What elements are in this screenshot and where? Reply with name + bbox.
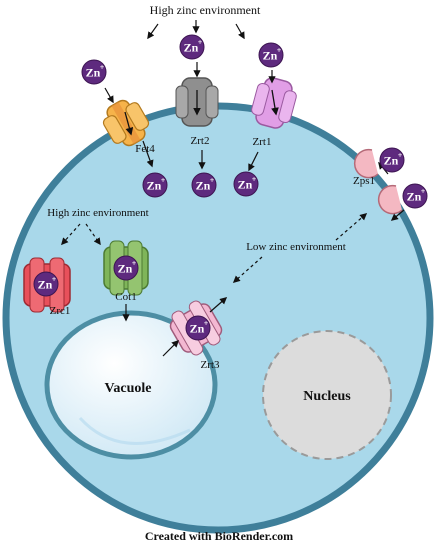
zrt3-label: Zrt3: [201, 359, 220, 371]
nucleus: [262, 330, 392, 460]
zinc-ion-zps1-lower: Zn+: [402, 183, 428, 209]
zinc-ion-fet4-inside: Zn+: [142, 172, 168, 198]
zinc-ion-charge: +: [252, 175, 257, 184]
zinc-ion-label: Zn: [238, 178, 253, 192]
zinc-ion-charge: +: [100, 63, 105, 72]
zinc-ion-fet4-outside: Zn+: [81, 59, 107, 85]
zrt2-label: Zrt2: [191, 135, 210, 147]
nucleus-label: Nucleus: [303, 389, 351, 404]
zinc-ion-charge: +: [210, 176, 215, 185]
cot1-label: Cot1: [115, 291, 136, 303]
zinc-ion-charge: +: [161, 176, 166, 185]
zps1-protein-lower: [377, 184, 403, 215]
zrc1-label: Zrc1: [50, 305, 71, 317]
zinc-ion-charge: +: [277, 46, 282, 55]
zinc-ion-zrc1: Zn+: [33, 271, 59, 297]
zinc-ion-label: Zn: [184, 41, 199, 55]
low-environment-label: Low zinc environment: [246, 241, 346, 253]
vacuole: [44, 310, 218, 460]
zinc-ion-charge: +: [204, 319, 209, 328]
zps1-label: Zps1: [353, 175, 375, 187]
top-environment-label: High zinc environment: [150, 3, 261, 17]
zinc-ion-label: Zn: [86, 66, 101, 80]
zinc-ion-charge: +: [398, 151, 403, 160]
zinc-ion-layer: Zn+Zn+Zn+Zn+Zn+Zn+Zn+Zn+Zn+Zn+Zn+: [33, 34, 428, 341]
zrt1-label: Zrt1: [253, 136, 272, 148]
zinc-ion-cot1: Zn+: [113, 255, 139, 281]
biorender-credit: Created with BioRender.com: [145, 529, 293, 543]
zinc-ion-zrt3: Zn+: [185, 315, 211, 341]
zinc-ion-charge: +: [421, 187, 426, 196]
zps1-protein-upper: [353, 148, 379, 179]
zinc-ion-label: Zn: [263, 49, 278, 63]
zinc-ion-zps1-upper: Zn+: [379, 147, 405, 173]
inner-environment-label: High zinc environment: [47, 207, 148, 219]
vacuole-label: Vacuole: [105, 381, 152, 396]
fet4-transporter: [102, 99, 150, 147]
zinc-ion-label: Zn: [118, 262, 133, 276]
zinc-ion-charge: +: [52, 275, 57, 284]
zinc-ion-zrt2-inside: Zn+: [191, 172, 217, 198]
zinc-ion-label: Zn: [190, 322, 205, 336]
zinc-ion-label: Zn: [196, 179, 211, 193]
zinc-ion-zrt1-outside: Zn+: [258, 42, 284, 68]
zinc-ion-zrt2-outside: Zn+: [179, 34, 205, 60]
zinc-ion-charge: +: [198, 38, 203, 47]
zinc-ion-label: Zn: [147, 179, 162, 193]
zinc-ion-charge: +: [132, 259, 137, 268]
zinc-ion-label: Zn: [38, 278, 53, 292]
zinc-ion-label: Zn: [407, 190, 422, 204]
zinc-ion-label: Zn: [384, 154, 399, 168]
zinc-ion-zrt1-inside: Zn+: [233, 171, 259, 197]
